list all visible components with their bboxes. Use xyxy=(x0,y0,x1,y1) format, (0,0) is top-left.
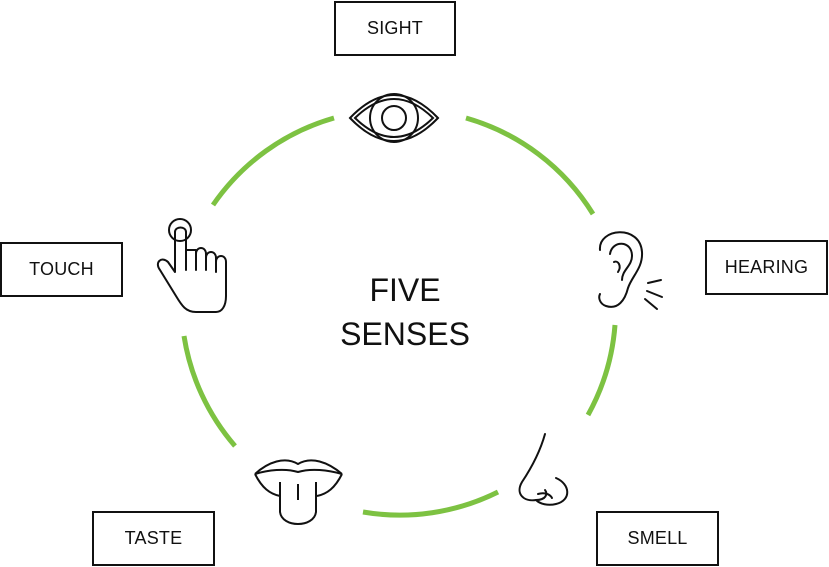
center-title: FIVE SENSES xyxy=(305,268,505,356)
ring-arc-taste-touch xyxy=(181,335,237,448)
label-smell: SMELL xyxy=(596,511,719,566)
label-sight: SIGHT xyxy=(334,1,456,56)
ring-arc-hearing-smell xyxy=(585,324,618,417)
ring-arc-sight-hearing xyxy=(465,115,596,216)
center-title-line2: SENSES xyxy=(340,316,470,352)
label-hearing: HEARING xyxy=(705,240,828,295)
ring-arc-touch-sight xyxy=(210,115,335,207)
center-title-line1: FIVE xyxy=(369,272,441,308)
label-taste: TASTE xyxy=(92,511,215,566)
label-touch: TOUCH xyxy=(0,242,123,297)
ring-arc-smell-taste xyxy=(362,489,500,518)
